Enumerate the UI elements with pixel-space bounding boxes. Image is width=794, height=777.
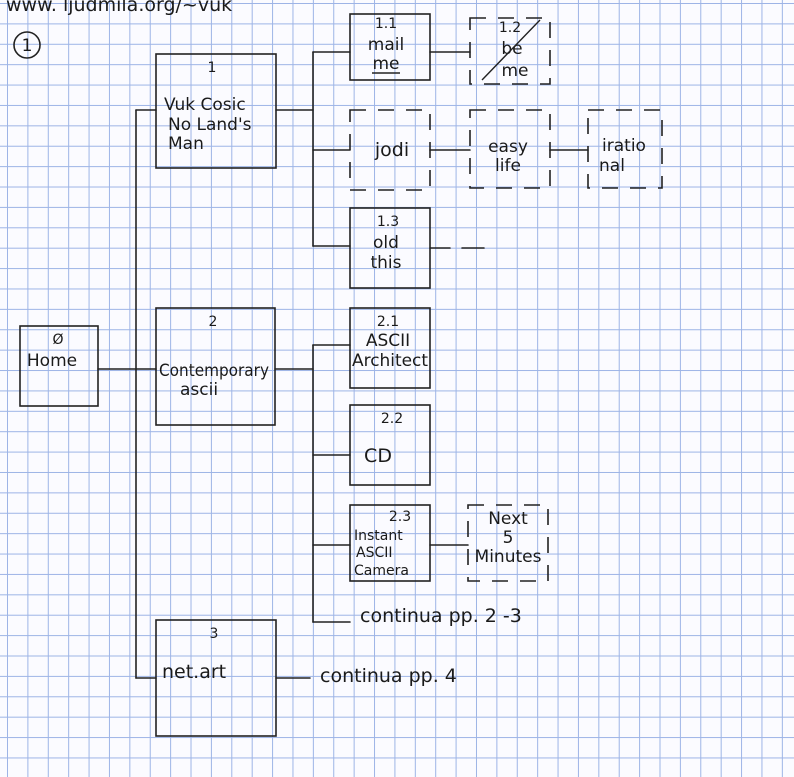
node-next-line-2: 5 bbox=[503, 528, 514, 548]
node-irational-line-1: iratio bbox=[602, 136, 646, 156]
node-2-number: 2 bbox=[209, 314, 218, 330]
node-home-label: Home bbox=[27, 351, 77, 371]
node-1: 1 Vuk Cosic No Land's Man bbox=[155, 53, 277, 169]
node-2-3-number: 2.3 bbox=[389, 509, 411, 525]
note-continua-4: continua pp. 4 bbox=[320, 665, 457, 687]
site-url: www. ljudmila.org/~vuk bbox=[6, 0, 232, 16]
node-next-line-1: Next bbox=[488, 509, 528, 529]
node-jodi: jodi bbox=[349, 109, 431, 191]
node-1-3: 1.3 old this bbox=[349, 207, 431, 289]
node-next-line-3: Minutes bbox=[475, 547, 542, 567]
node-2-3: 2.3 Instant ASCII Camera bbox=[349, 504, 431, 582]
page-number: 1 bbox=[22, 36, 33, 56]
node-easy-life-line-2: life bbox=[495, 156, 521, 176]
node-3-label: net.art bbox=[162, 661, 226, 683]
node-2-2-label: CD bbox=[364, 445, 392, 467]
note-continua-2-3: continua pp. 2 -3 bbox=[360, 605, 522, 627]
node-1-2-number: 1.2 bbox=[499, 20, 521, 36]
node-next-5-minutes: Next 5 Minutes bbox=[467, 504, 549, 582]
node-easy-life-line-1: easy bbox=[488, 137, 528, 157]
node-2-2: 2.2 CD bbox=[349, 404, 431, 486]
page-number-badge: 1 bbox=[13, 31, 41, 59]
node-2-1-line-1: ASCII bbox=[366, 331, 410, 351]
connector-lines bbox=[97, 51, 589, 679]
node-1-2-line-2: me bbox=[501, 61, 528, 81]
node-1-3-line-1: old bbox=[373, 233, 399, 253]
node-irational-line-2: nal bbox=[599, 156, 625, 176]
node-easy-life: easy life bbox=[469, 109, 551, 189]
node-1-1: 1.1 mail me bbox=[349, 13, 431, 81]
node-2-line-1: Contemporary bbox=[159, 361, 269, 381]
node-2-3-line-1: Instant bbox=[354, 528, 403, 544]
node-1-1-line-2: me bbox=[372, 54, 399, 74]
node-2-1-line-2: Architect bbox=[352, 351, 428, 371]
node-jodi-label: jodi bbox=[374, 139, 409, 161]
node-1-1-line-1: mail bbox=[368, 35, 404, 55]
node-2-3-line-2: ASCII bbox=[356, 545, 393, 561]
node-2-3-line-3: Camera bbox=[354, 563, 409, 579]
node-3: 3 net.art bbox=[155, 619, 277, 737]
node-2-2-number: 2.2 bbox=[381, 411, 403, 427]
node-1-line-1: Vuk Cosic bbox=[164, 95, 246, 115]
node-2-1-number: 2.1 bbox=[377, 314, 399, 330]
node-home: Ø Home bbox=[19, 325, 99, 407]
node-2-line-2: ascii bbox=[180, 380, 218, 400]
node-1-3-number: 1.3 bbox=[377, 214, 399, 230]
node-home-number: Ø bbox=[52, 332, 63, 348]
node-2: 2 Contemporary ascii bbox=[155, 307, 276, 426]
node-1-number: 1 bbox=[208, 60, 217, 76]
node-1-1-number: 1.1 bbox=[375, 16, 397, 32]
node-1-line-3: Man bbox=[168, 134, 204, 154]
node-irational: iratio nal bbox=[587, 109, 663, 189]
node-1-line-2: No Land's bbox=[168, 115, 252, 135]
node-2-1: 2.1 ASCII Architect bbox=[349, 307, 431, 389]
node-1-2: 1.2 be me bbox=[469, 17, 551, 85]
node-1-3-line-2: this bbox=[370, 253, 401, 273]
node-3-number: 3 bbox=[210, 626, 219, 642]
